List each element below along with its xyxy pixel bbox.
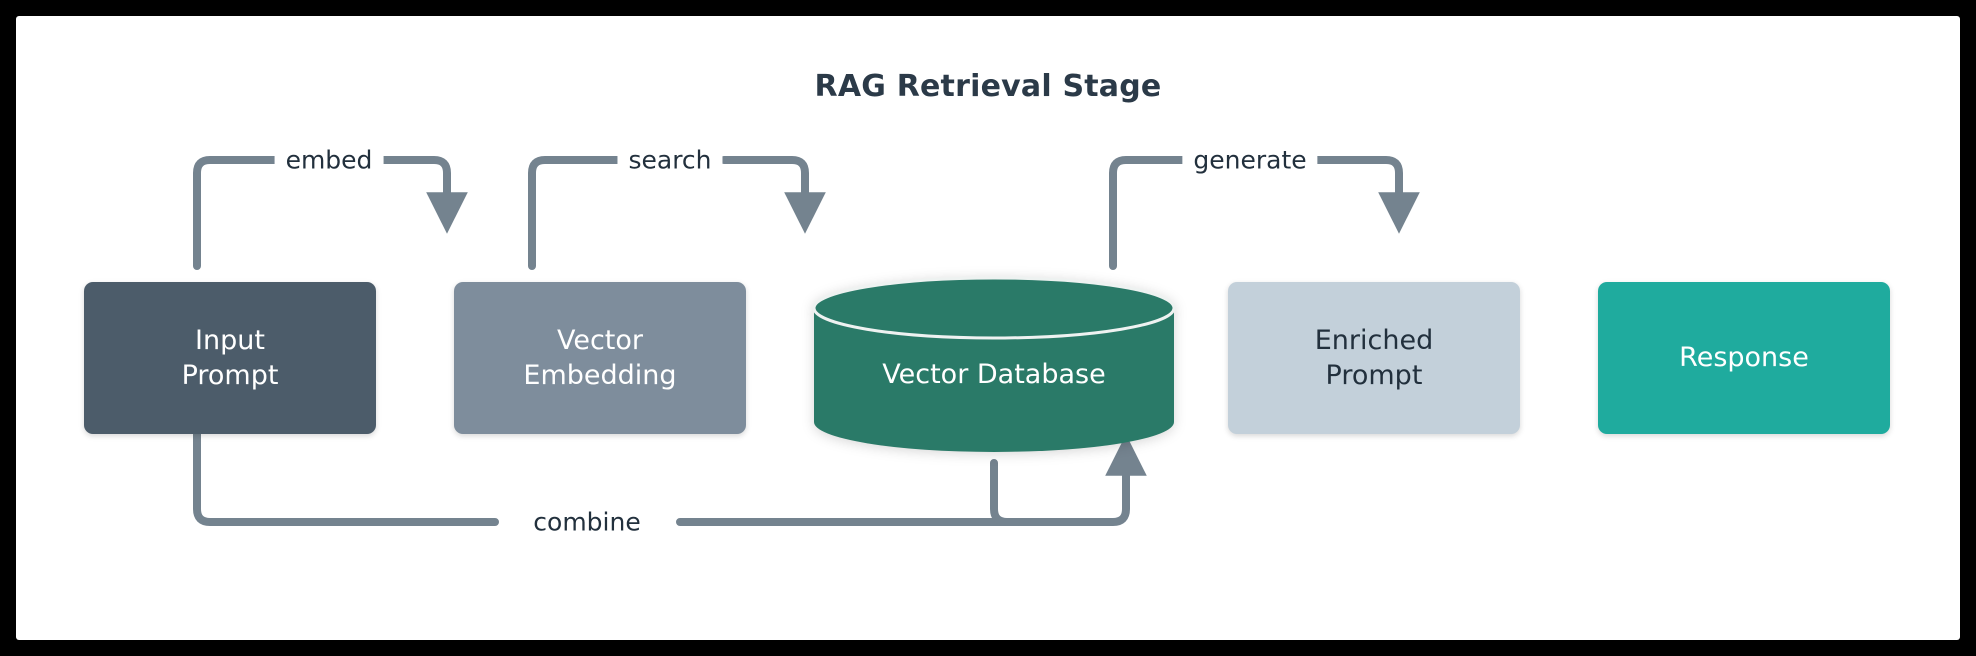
cylinder-icon (812, 276, 1176, 452)
edge-label-search: search (617, 145, 723, 175)
node-vector-database[interactable]: Vector Database (810, 274, 1178, 456)
edge-embed-right (375, 156, 468, 234)
edge-embed-left (193, 156, 283, 270)
edge-label-combine: combine (522, 507, 652, 537)
node-vector-embedding-label: Vector Embedding (523, 324, 677, 391)
page-title: RAG Retrieval Stage (814, 69, 1162, 104)
edge-label-embed: embed (274, 145, 384, 175)
edge-generate-left (1109, 156, 1192, 270)
node-vector-embedding[interactable]: Vector Embedding (454, 282, 746, 434)
node-input-prompt-label: Input Prompt (181, 324, 279, 391)
edge-search-right (720, 156, 826, 234)
diagram-canvas: RAG Retrieval Stage (16, 16, 1960, 640)
node-vector-database-label: Vector Database (882, 358, 1106, 390)
node-input-prompt[interactable]: Input Prompt (84, 282, 376, 434)
edge-search-left (528, 156, 621, 270)
edge-combine-seg2 (193, 446, 499, 526)
edge-label-generate: generate (1182, 145, 1318, 175)
edge-combine-seg3 (676, 434, 1147, 526)
node-response-label: Response (1679, 342, 1809, 374)
node-response[interactable]: Response (1598, 282, 1890, 434)
node-enriched-prompt[interactable]: Enriched Prompt (1228, 282, 1520, 434)
node-enriched-prompt-label: Enriched Prompt (1314, 324, 1434, 391)
edge-generate-right (1308, 156, 1420, 234)
edge-combine-db-branch (990, 459, 1020, 526)
